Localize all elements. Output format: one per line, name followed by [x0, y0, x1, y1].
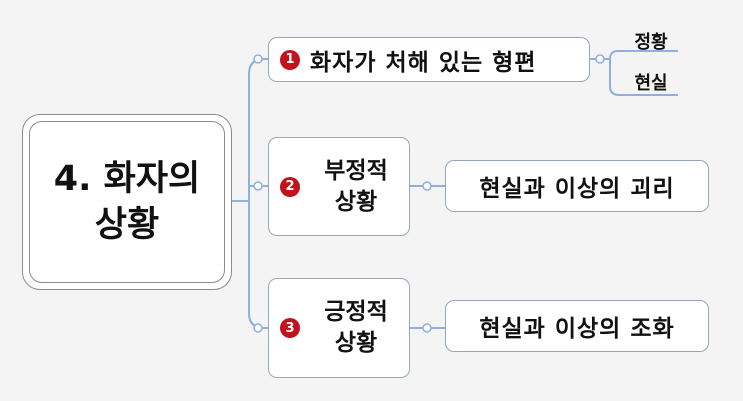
branch-3-detail: 현실과 이상의 조화 [445, 300, 709, 352]
branch-2-detail: 현실과 이상의 괴리 [445, 160, 709, 212]
root-title: 4. 화자의 상황 [53, 159, 201, 245]
branch-2-label: 부정적 상황 [324, 157, 388, 215]
branch-1-label: 화자가 처해 있는 형편 [310, 49, 537, 76]
branch-1-node: 1 화자가 처해 있는 형편 [268, 37, 590, 82]
root-node: 4. 화자의 상황 [22, 114, 232, 290]
number-badge-3: 3 [280, 318, 300, 338]
sub-item-hyeonsil: 현실 [634, 73, 668, 94]
sub-item-jeonghwang: 정황 [634, 32, 668, 53]
branch-2-node: 2 부정적 상황 [268, 137, 410, 236]
branch-3-label: 긍정적 상황 [324, 299, 388, 356]
number-badge-2: 2 [280, 176, 300, 197]
number-badge-1: 1 [280, 49, 300, 70]
branch-3-node: 3 긍정적 상황 [268, 278, 410, 378]
